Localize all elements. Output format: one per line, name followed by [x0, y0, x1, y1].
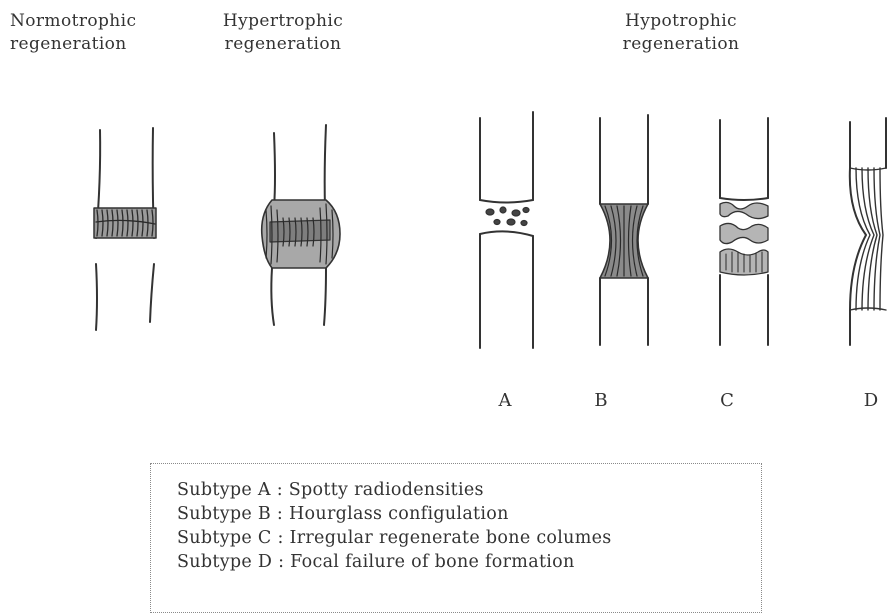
legend-item-a: Subtype A : Spotty radiodensities: [177, 478, 612, 502]
fibrous-strands: [850, 168, 886, 310]
bone-right-edge: [150, 264, 154, 322]
fragment-end: [480, 200, 533, 203]
legend-box: Subtype A : Spotty radiodensities Subtyp…: [150, 463, 762, 613]
subtype-label-c: C: [712, 390, 742, 411]
bone-left-edge: [274, 133, 275, 208]
bone-hypertrophic: [262, 125, 340, 325]
bone-right-edge: [324, 268, 326, 325]
legend-item-b: Subtype B : Hourglass configulation: [177, 502, 612, 526]
bone-left-edge: [271, 268, 274, 325]
subtype-label-a: A: [490, 390, 520, 411]
bone-right-edge: [325, 125, 326, 208]
bone-normotrophic: [94, 128, 156, 330]
radiodensity-spots: [486, 207, 529, 226]
bone-subtype-c: [720, 118, 768, 345]
subtype-label-b: B: [586, 390, 616, 411]
bone-subtype-d: [850, 118, 886, 345]
legend-list: Subtype A : Spotty radiodensities Subtyp…: [177, 478, 612, 574]
bone-left-edge: [96, 264, 97, 330]
legend-item-c: Subtype C : Irregular regenerate bone co…: [177, 526, 612, 550]
legend-item-d: Subtype D : Focal failure of bone format…: [177, 550, 612, 574]
fragment-end: [480, 231, 533, 236]
bone-subtype-a: [480, 112, 533, 348]
bone-subtype-b: [600, 115, 648, 345]
subtype-label-d: D: [856, 390, 886, 411]
fragment-end: [720, 198, 768, 200]
fibrous-zone-left: [850, 168, 866, 310]
